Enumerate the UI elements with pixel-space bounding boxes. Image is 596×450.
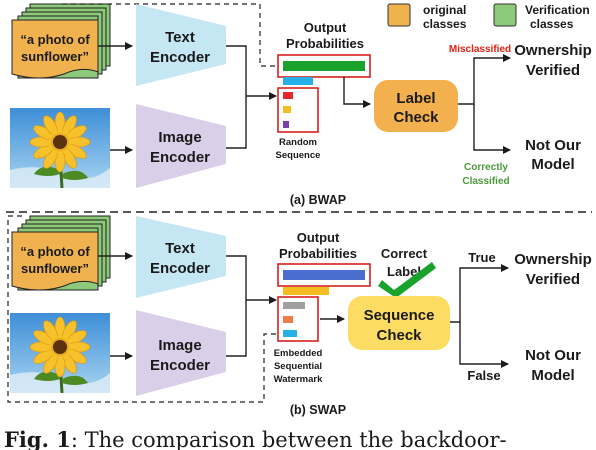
svg-text:Image: Image [158,129,201,146]
swap-false-label: False [467,368,500,383]
bwap-label-check [374,80,458,132]
bwap-prompt-line-1: “a photo of [20,32,90,47]
legend-original-label: original [423,3,466,17]
swap-seq-orange [283,316,293,323]
legend-verification-label: Verification [525,3,590,17]
svg-text:Encoder: Encoder [150,357,210,374]
svg-text:Check: Check [393,109,439,126]
legend-verification-swatch [493,3,517,27]
svg-text:Watermark: Watermark [274,374,323,385]
bwap-caption: (a) BWAP [290,193,346,207]
bwap-dashed-link [62,3,278,67]
swap-not-our-model: Not Our [525,347,581,364]
svg-text:Sequence: Sequence [364,307,435,324]
bwap-bar-green [283,61,365,71]
bwap-not-our-model: Not Our [525,137,581,154]
swap-bar-blue [283,270,365,280]
swap-watermark-box [277,296,319,342]
legend-original-label-2: classes [423,17,467,31]
legend-original-swatch [387,3,411,27]
svg-text:Label: Label [387,264,421,279]
svg-text:Sequential: Sequential [274,361,322,372]
bwap-seq-purple [283,121,289,128]
swap-prompt-line-2: sunflower” [21,261,89,276]
swap-bar-yellow [283,287,329,295]
bwap-misclassified: Misclassified [449,44,511,55]
swap-seq-cyan [283,330,297,337]
check-mark-icon [378,262,436,298]
svg-text:Encoder: Encoder [150,260,210,277]
swap-sequence-check [348,296,450,350]
bwap-seq-yellow [283,106,291,113]
swap-text-encoder [136,216,226,298]
svg-text:Encoder: Encoder [150,49,210,66]
svg-text:Check: Check [376,327,422,344]
swap-caption: (b) SWAP [290,403,346,417]
bwap-bar-cyan [283,77,313,85]
bwap-seq-red [283,92,293,99]
swap-output-box [277,263,371,287]
swap-correct-label: Correct [381,246,428,261]
svg-text:Embedded: Embedded [274,348,323,359]
svg-text:Classified: Classified [462,176,509,187]
svg-text:Sequence: Sequence [276,150,321,161]
swap-prompt-cards: “a photo of sunflower” [11,215,111,291]
legend-verification-label-2: classes [530,17,574,31]
svg-text:Probabilities: Probabilities [286,36,364,51]
bwap-output-probabilities: Output [304,20,347,35]
swap-seq-gray [283,302,305,309]
svg-text:Image: Image [158,337,201,354]
svg-text:Probabilities: Probabilities [279,246,357,261]
svg-text:Text: Text [165,29,195,46]
swap-dashed-frame [7,215,276,403]
bwap-image-encoder [136,104,226,188]
bwap-ownership-verified: Ownership [514,42,592,59]
svg-text:Text: Text [165,240,195,257]
bwap-output-box [277,54,371,78]
bwap-correctly-classified: Correctly [464,162,508,173]
svg-text:Label: Label [396,90,435,107]
swap-output-probabilities: Output [297,230,340,245]
svg-text:Encoder: Encoder [150,149,210,166]
bwap-text-encoder [136,4,226,86]
swap-image-encoder [136,310,226,396]
svg-text:Random: Random [279,137,317,148]
swap-true-label: True [468,250,495,265]
bwap-prompt-line-2: sunflower” [21,49,89,64]
swap-sunflower-photo [10,313,110,393]
svg-text:Verified: Verified [526,271,580,288]
swap-ownership-verified: Ownership [514,251,592,268]
bwap-random-sequence-box [277,87,319,133]
svg-text:Verified: Verified [526,62,580,79]
svg-text:Model: Model [531,367,574,384]
svg-text:Model: Model [531,156,574,173]
bwap-sunflower-photo [10,108,110,188]
figure-caption: Fig. 1: The comparison between the backd… [4,427,507,450]
bwap-prompt-cards: “a photo of sunflower” [11,3,111,79]
swap-prompt-line-1: “a photo of [20,244,90,259]
